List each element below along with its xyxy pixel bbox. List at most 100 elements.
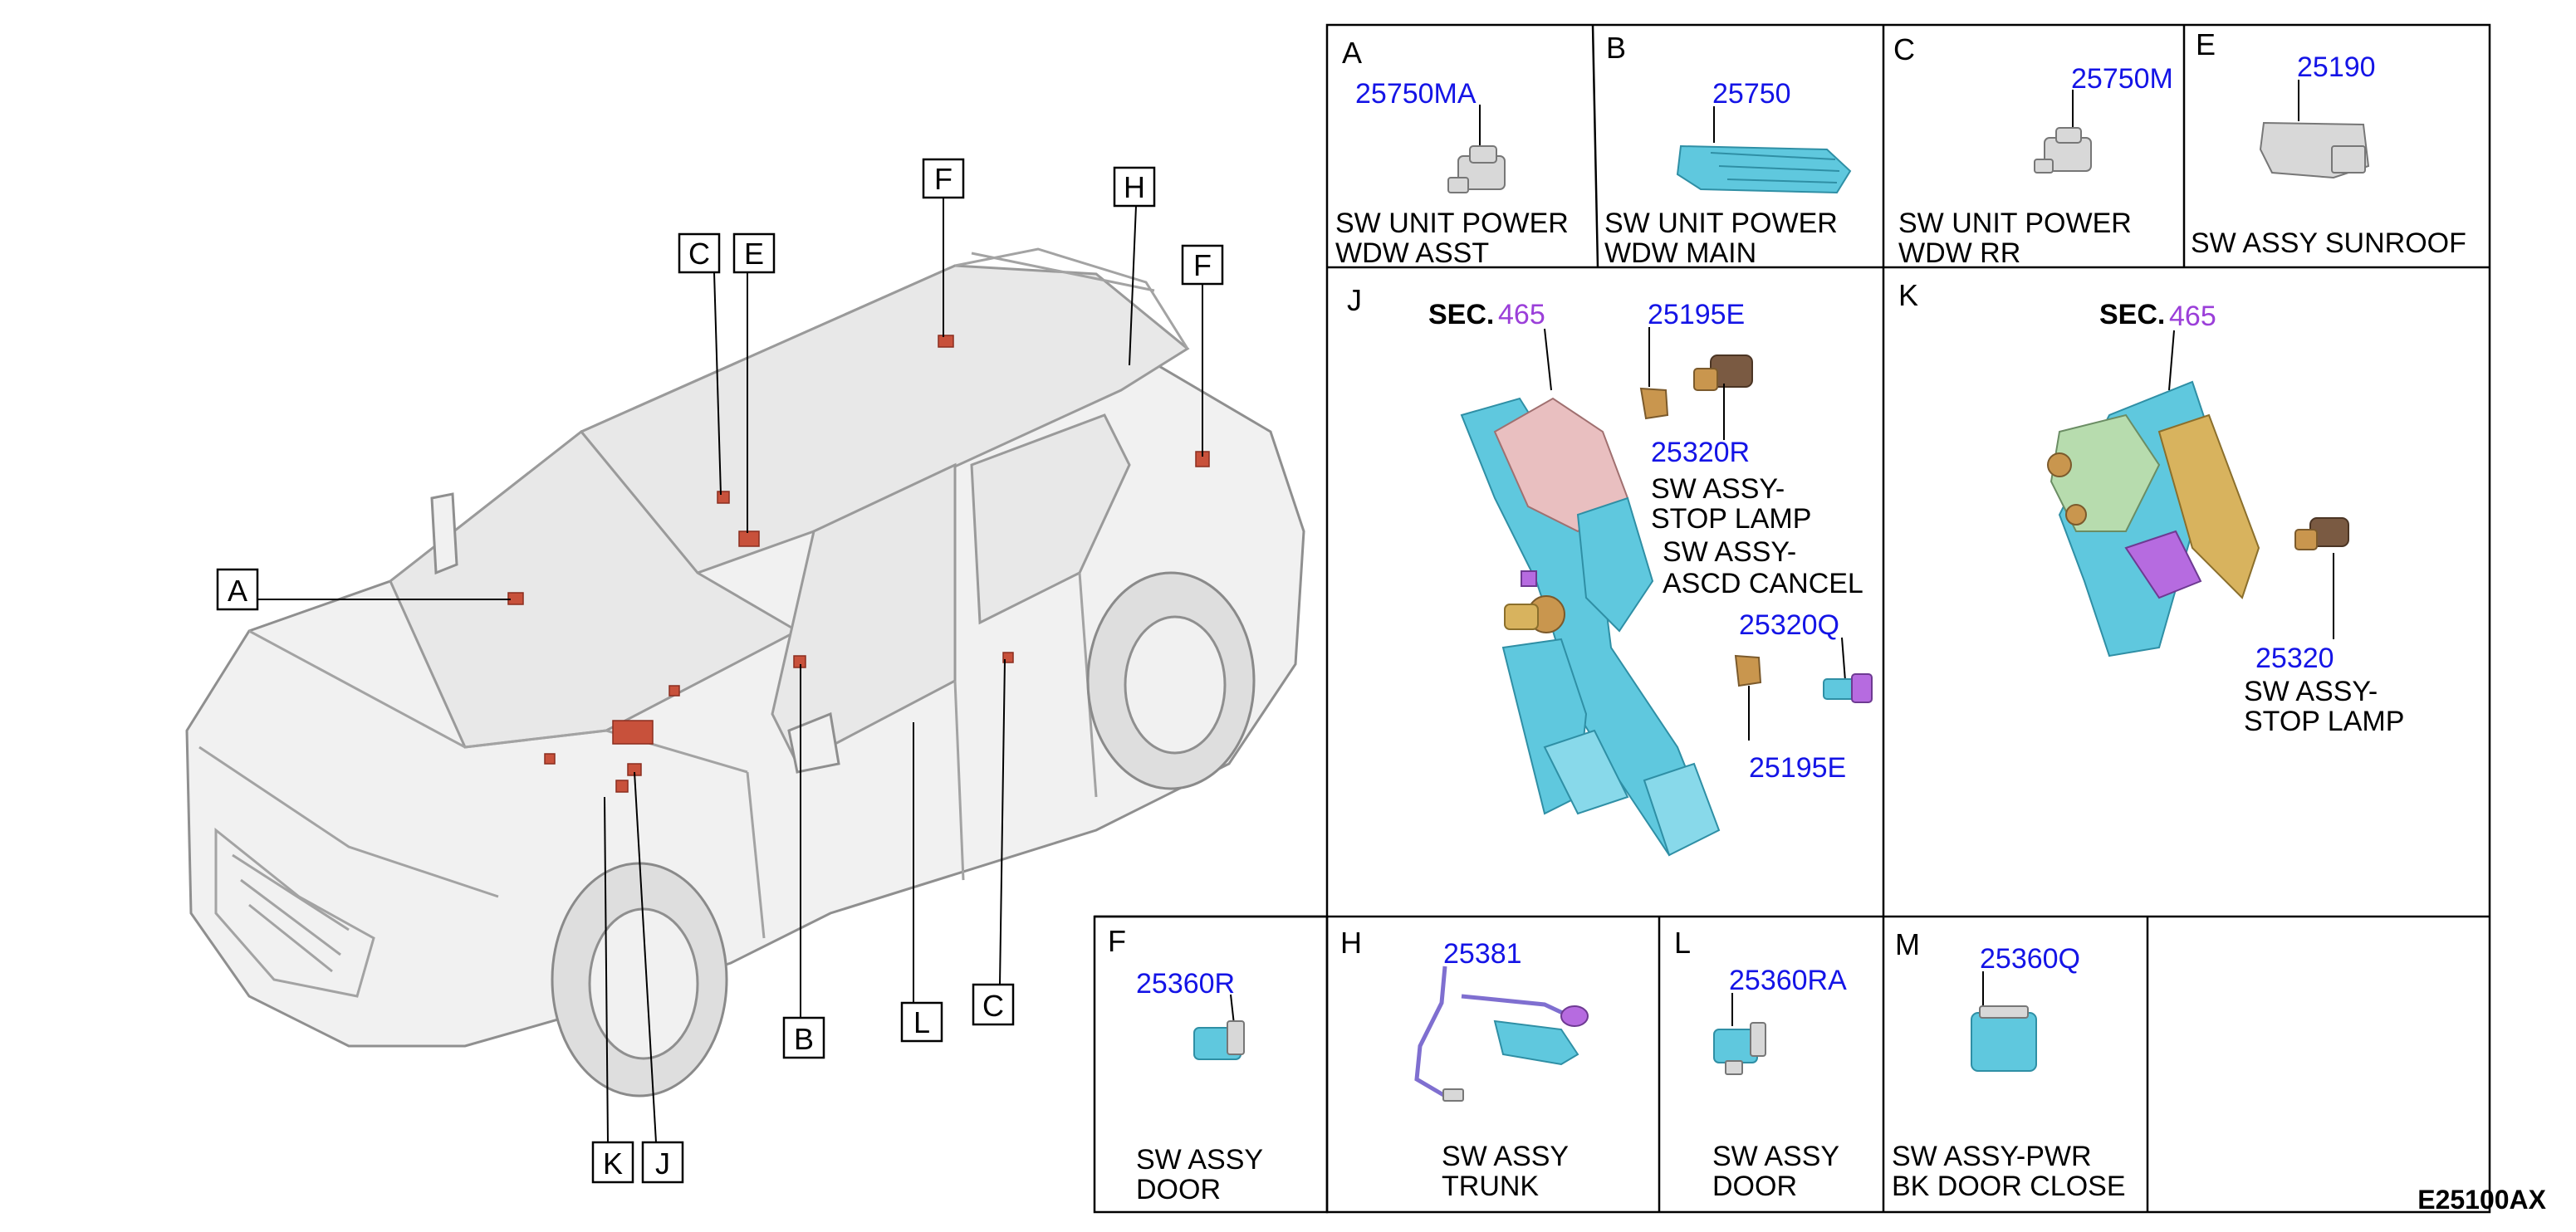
part-description: WDW MAIN (1604, 237, 1756, 269)
clip-icon (1734, 654, 1762, 687)
part-number: 25360R (1136, 968, 1235, 1000)
pedal-assembly-icon (1460, 397, 1721, 857)
panel-b: B 25750 SW UNIT POWER WDW MAIN (1604, 31, 1852, 269)
part-number: 25381 (1443, 938, 1522, 970)
section-number: 465 (2169, 301, 2216, 332)
part-number: 25320R (1651, 437, 1750, 468)
section-label: SEC. (1428, 299, 1494, 330)
callout-letter: C (688, 237, 710, 271)
callout-letter: E (744, 237, 764, 271)
panel-letter: A (1342, 36, 1362, 70)
vehicle-illustration (185, 247, 1305, 1098)
callout-letter: F (934, 162, 953, 196)
part-description: SW ASSY (1136, 1144, 1263, 1176)
panel-e: E 25190 SW ASSY SUNROOF (2191, 27, 2466, 259)
callout-letter: K (603, 1146, 623, 1181)
callout-a: A (216, 568, 259, 611)
part-description: DOOR (1136, 1174, 1221, 1205)
part-description: SW ASSY (1712, 1141, 1839, 1172)
part-number: 25195E (1749, 752, 1846, 784)
callout-h: H (1113, 166, 1156, 208)
part-description: SW UNIT POWER (1604, 208, 1838, 239)
door-switch-icon (1193, 1020, 1245, 1060)
pedal-bracket-icon (2047, 380, 2260, 658)
panel-c: C 25750M SW UNIT POWER WDW RR (1893, 32, 2173, 269)
back-door-close-switch-icon (1971, 1005, 2037, 1072)
part-number: 25750 (1712, 78, 1791, 110)
panel-a: A 25750MA SW UNIT POWER WDW ASST (1335, 36, 1569, 269)
switch-highlight-small (668, 685, 680, 697)
part-number: 25750M (2071, 63, 2173, 95)
panel-letter: B (1606, 31, 1626, 65)
power-window-switch-icon (1447, 145, 1506, 193)
part-number: 25195E (1648, 299, 1745, 330)
part-number: 25320Q (1739, 609, 1839, 641)
callout-letter: B (794, 1022, 814, 1056)
switch-highlight-k (615, 780, 629, 793)
callout-letter: J (655, 1146, 670, 1181)
part-description: TRUNK (1442, 1171, 1539, 1202)
callout-k: K (591, 1141, 634, 1184)
part-description: ASCD CANCEL (1663, 568, 1863, 599)
part-description: SW ASSY SUNROOF (2191, 227, 2466, 259)
master-window-switch-icon (1676, 144, 1852, 194)
panel-letter: L (1674, 926, 1691, 960)
part-number: 25320 (2255, 643, 2334, 674)
panel-f: F 25360R SW ASSY DOOR (1108, 924, 1263, 1205)
part-number: 25360RA (1729, 965, 1847, 996)
callout-b: B (782, 1016, 825, 1059)
panel-k: K SEC. 465 25320 SW ASSY- STOP LAMP (1898, 278, 2404, 737)
panel-letter: C (1893, 32, 1915, 66)
callout-f-right: F (1181, 244, 1224, 286)
part-description: SW ASSY- (1663, 536, 1796, 568)
callout-c-top: C (678, 232, 721, 274)
callout-c-bottom: C (972, 983, 1015, 1026)
part-number: 25190 (2297, 51, 2376, 83)
panel-letter: K (1898, 278, 1918, 312)
part-description: BK DOOR CLOSE (1892, 1171, 2126, 1202)
callout-letter: C (982, 989, 1004, 1023)
part-description: SW ASSY- (2244, 676, 2378, 707)
part-description: DOOR (1712, 1171, 1797, 1202)
stop-lamp-switch-icon (2294, 517, 2349, 550)
panel-h: H 25381 SW ASSY TRUNK (1340, 926, 1589, 1202)
callout-e: E (732, 232, 776, 274)
switch-highlight-e (738, 530, 760, 547)
part-description: SW ASSY-PWR (1892, 1141, 2092, 1172)
door-switch-icon (1713, 1022, 1766, 1075)
section-label: SEC. (2099, 299, 2165, 330)
rear-window-switch-icon (2034, 127, 2092, 174)
part-description: SW ASSY- (1651, 473, 1785, 505)
part-number: 25360Q (1980, 943, 2080, 975)
switch-highlight-c-top (717, 491, 730, 504)
part-description: SW UNIT POWER (1898, 208, 2132, 239)
panel-j: J SEC. 465 25195E 25320R SW ASSY- STOP L… (1347, 283, 1873, 857)
part-number: 25750MA (1355, 78, 1477, 110)
callout-letter: F (1193, 248, 1212, 282)
figure-code: E25100AX (2417, 1185, 2546, 1215)
sunroof-switch-icon (2259, 121, 2370, 179)
callout-l: L (900, 1001, 943, 1043)
callout-f-top: F (922, 158, 965, 199)
ascd-switch-icon (1823, 673, 1873, 703)
switch-brown-icon (1693, 354, 1753, 391)
clip-icon (1639, 387, 1669, 420)
panel-grid (1093, 23, 2491, 1214)
panel-l: L 25360RA SW ASSY DOOR (1674, 926, 1847, 1202)
panel-letter: F (1108, 924, 1126, 958)
panel-letter: M (1895, 927, 1920, 961)
switch-highlight-cluster (612, 720, 654, 745)
callout-j: J (641, 1141, 684, 1184)
switch-highlight-c-bottom (1002, 652, 1014, 663)
trunk-switch-harness-icon (1414, 966, 1589, 1102)
part-description: STOP LAMP (1651, 503, 1811, 535)
part-description: STOP LAMP (2244, 706, 2404, 737)
panel-letter: J (1347, 283, 1362, 317)
part-description: SW UNIT POWER (1335, 208, 1569, 239)
switch-highlight-f-top (938, 335, 954, 348)
section-number: 465 (1498, 299, 1545, 330)
panel-letter: H (1340, 926, 1362, 960)
callout-letter: H (1124, 170, 1145, 204)
callout-leaders (257, 196, 1203, 1143)
